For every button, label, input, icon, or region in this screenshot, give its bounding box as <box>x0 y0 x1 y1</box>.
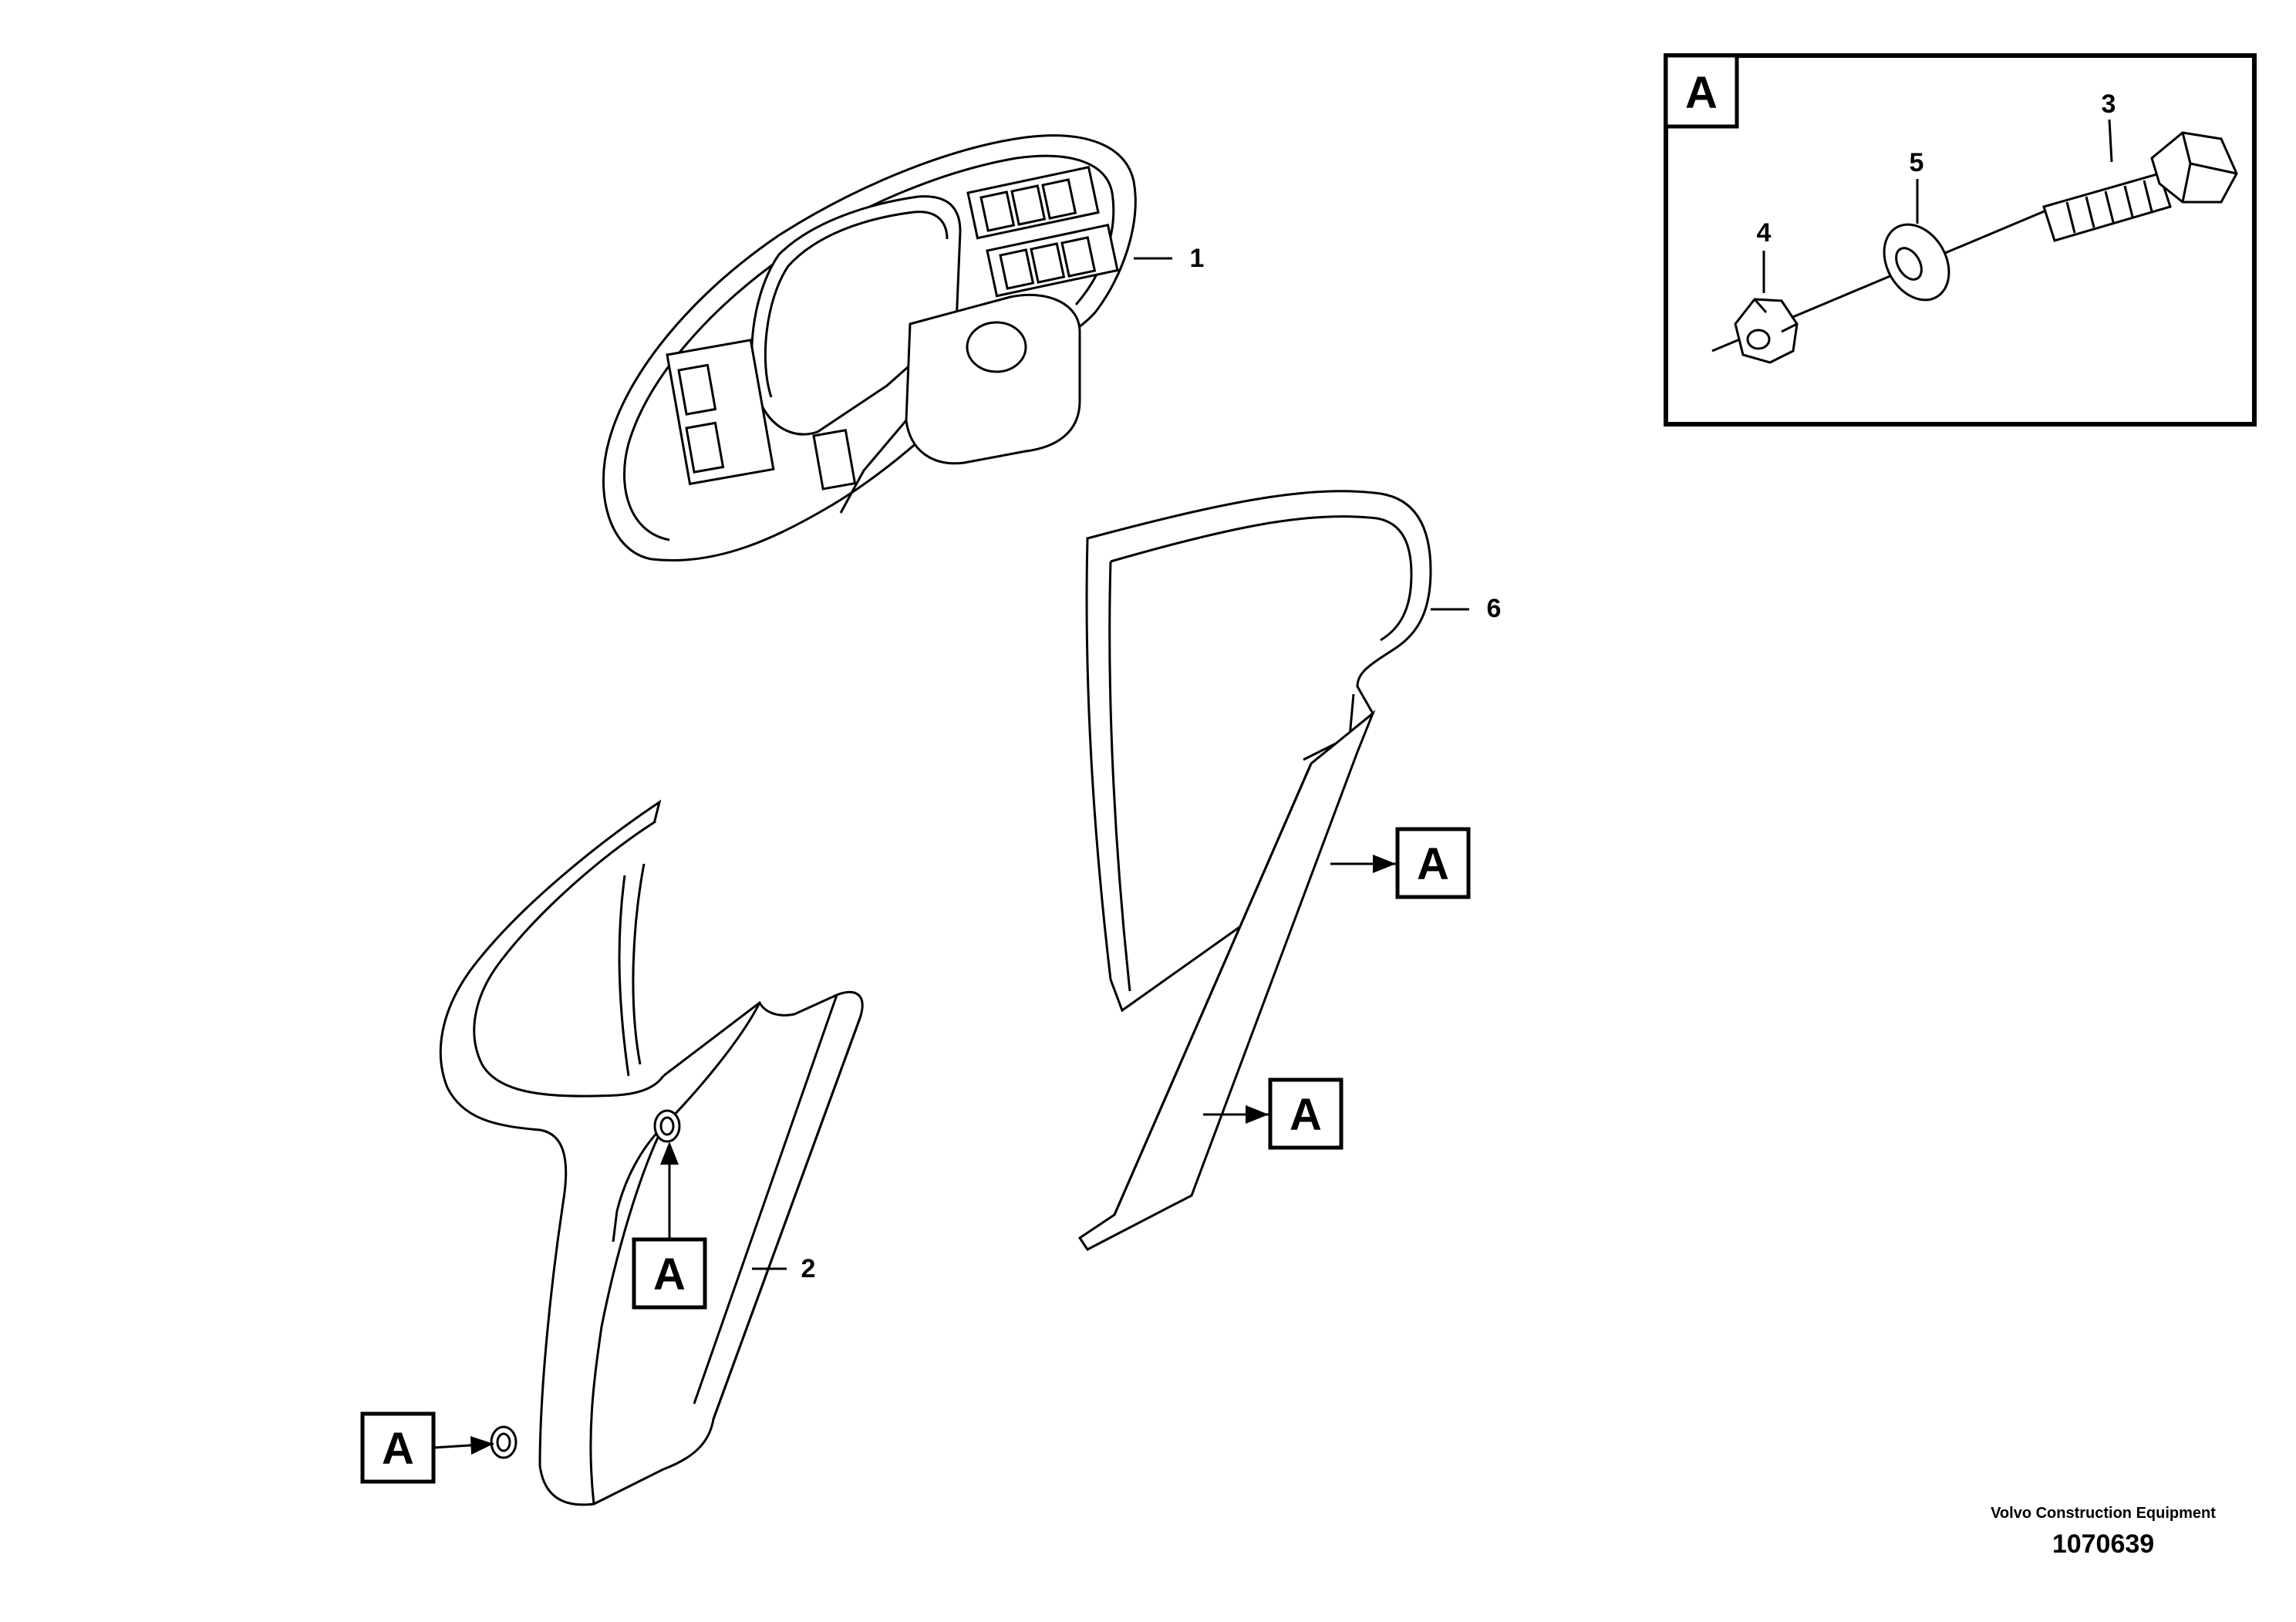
svg-text:A: A <box>1290 1090 1322 1140</box>
callout-3: 3 <box>2102 89 2116 119</box>
svg-text:A: A <box>1417 839 1449 889</box>
detail-a-marker-lower-right: A <box>1203 1077 1344 1150</box>
bolt-part-3 <box>2042 131 2238 242</box>
detail-a-label: A <box>1685 68 1718 118</box>
drawing-number: 1070639 <box>2052 1529 2155 1559</box>
detail-a-marker-part-2-lower: A <box>360 1411 494 1484</box>
svg-text:A: A <box>653 1249 686 1300</box>
callout-1: 1 <box>1190 244 1205 273</box>
detail-a-inset: A 3 <box>1664 53 2257 427</box>
washer-part-5 <box>1883 223 1950 302</box>
drawing-credit: Volvo Construction Equipment 1070639 <box>1980 1504 2227 1561</box>
callout-6: 6 <box>1487 594 1502 623</box>
side-panel-part-6 <box>1077 490 1469 1251</box>
callout-2: 2 <box>801 1254 816 1283</box>
callout-5: 5 <box>1910 148 1924 177</box>
company-name: Volvo Construction Equipment <box>1991 1505 2216 1522</box>
callout-4: 4 <box>1757 218 1772 248</box>
nut-part-4 <box>1734 298 1799 364</box>
svg-text:A: A <box>382 1424 414 1474</box>
lower-panel-part-2 <box>439 799 864 1506</box>
detail-a-marker-part-2-upper: A <box>632 1141 707 1310</box>
detail-a-marker-upper-right: A <box>1330 827 1471 899</box>
instrument-cluster-part-1 <box>602 134 1172 562</box>
